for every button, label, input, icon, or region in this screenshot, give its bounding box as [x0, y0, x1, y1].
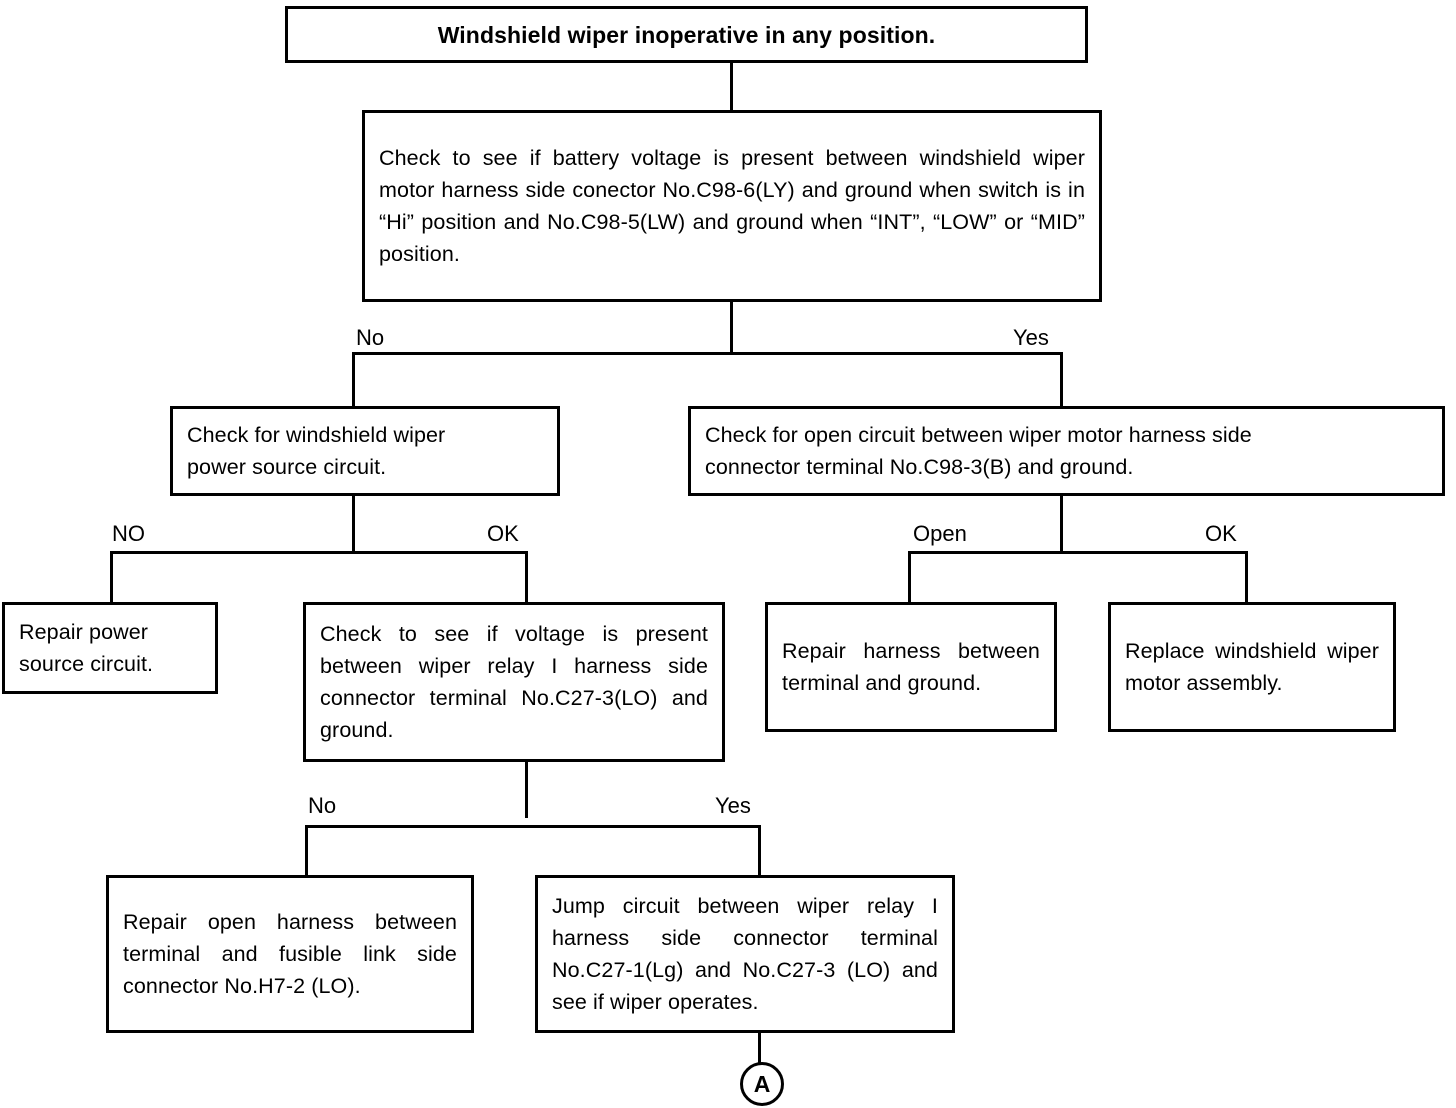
edge-power-source-ok-drop [525, 551, 528, 604]
connector-a[interactable]: A [740, 1062, 784, 1106]
edge-label-open-circuit-open: Open [913, 521, 967, 546]
node-repair-harness-ground-label: Repair harness between terminal and grou… [782, 639, 1040, 695]
node-check-power-source-label: Check for windshield wiper power source … [187, 423, 446, 479]
edge-battery-branch-bar [352, 352, 1063, 355]
node-symptom-label: Windshield wiper inoperative in any posi… [437, 21, 936, 48]
edge-power-source-stem [352, 494, 355, 554]
connector-a-label: A [753, 1070, 771, 1097]
edge-label-battery-yes: Yes [1013, 325, 1049, 350]
node-replace-motor[interactable]: Replace windshield wiper motor assembly. [1108, 602, 1396, 732]
edge-battery-branch-no-drop [352, 352, 355, 409]
edge-label-relay-yes: Yes [715, 793, 751, 818]
node-repair-open-harness-label: Repair open harness between terminal and… [123, 910, 457, 998]
edge-label-battery-no: No [356, 325, 385, 350]
node-repair-open-harness[interactable]: Repair open harness between terminal and… [106, 875, 474, 1033]
node-check-power-source[interactable]: Check for windshield wiper power source … [170, 406, 560, 496]
edge-open-circuit-ok-drop [1245, 551, 1248, 604]
node-check-battery-voltage[interactable]: Check to see if battery voltage is prese… [362, 110, 1102, 302]
edge-relay-yes-drop [758, 825, 761, 878]
edge-label-power-no: NO [112, 521, 145, 546]
edge-relay-branch-bar [305, 825, 761, 828]
node-check-open-circuit-label: Check for open circuit between wiper mot… [705, 423, 1252, 479]
node-check-relay-voltage[interactable]: Check to see if voltage is present betwe… [303, 602, 725, 762]
edge-symptom-to-battery-check [730, 60, 733, 113]
edge-open-circuit-branch-bar [908, 551, 1248, 554]
edge-label-power-ok: OK [487, 521, 519, 546]
edge-power-source-branch-bar [110, 551, 528, 554]
node-check-open-circuit[interactable]: Check for open circuit between wiper mot… [688, 406, 1445, 496]
edge-relay-no-drop [305, 825, 308, 878]
edge-relay-voltage-stem [525, 760, 528, 818]
edge-label-open-circuit-ok: OK [1205, 521, 1237, 546]
edge-power-source-no-drop [110, 551, 113, 604]
node-jump-circuit[interactable]: Jump circuit between wiper relay I harne… [535, 875, 955, 1033]
node-check-battery-voltage-label: Check to see if battery voltage is prese… [379, 146, 1085, 266]
edge-label-relay-no: No [308, 793, 337, 818]
edge-battery-branch-yes-drop [1060, 352, 1063, 409]
node-jump-circuit-label: Jump circuit between wiper relay I harne… [552, 894, 938, 1014]
node-repair-harness-ground[interactable]: Repair harness between terminal and grou… [765, 602, 1057, 732]
edge-battery-check-stem [730, 300, 733, 354]
node-repair-power-source-label: Repair power source circuit. [19, 620, 154, 676]
node-repair-power-source[interactable]: Repair power source circuit. [2, 602, 218, 694]
edge-open-circuit-stem [1060, 494, 1063, 554]
node-check-relay-voltage-label: Check to see if voltage is present betwe… [320, 622, 708, 742]
node-replace-motor-label: Replace windshield wiper motor assembly. [1125, 639, 1379, 695]
node-symptom[interactable]: Windshield wiper inoperative in any posi… [285, 6, 1088, 63]
edge-jump-circuit-to-connector-a [758, 1033, 761, 1065]
edge-open-circuit-open-drop [908, 551, 911, 604]
